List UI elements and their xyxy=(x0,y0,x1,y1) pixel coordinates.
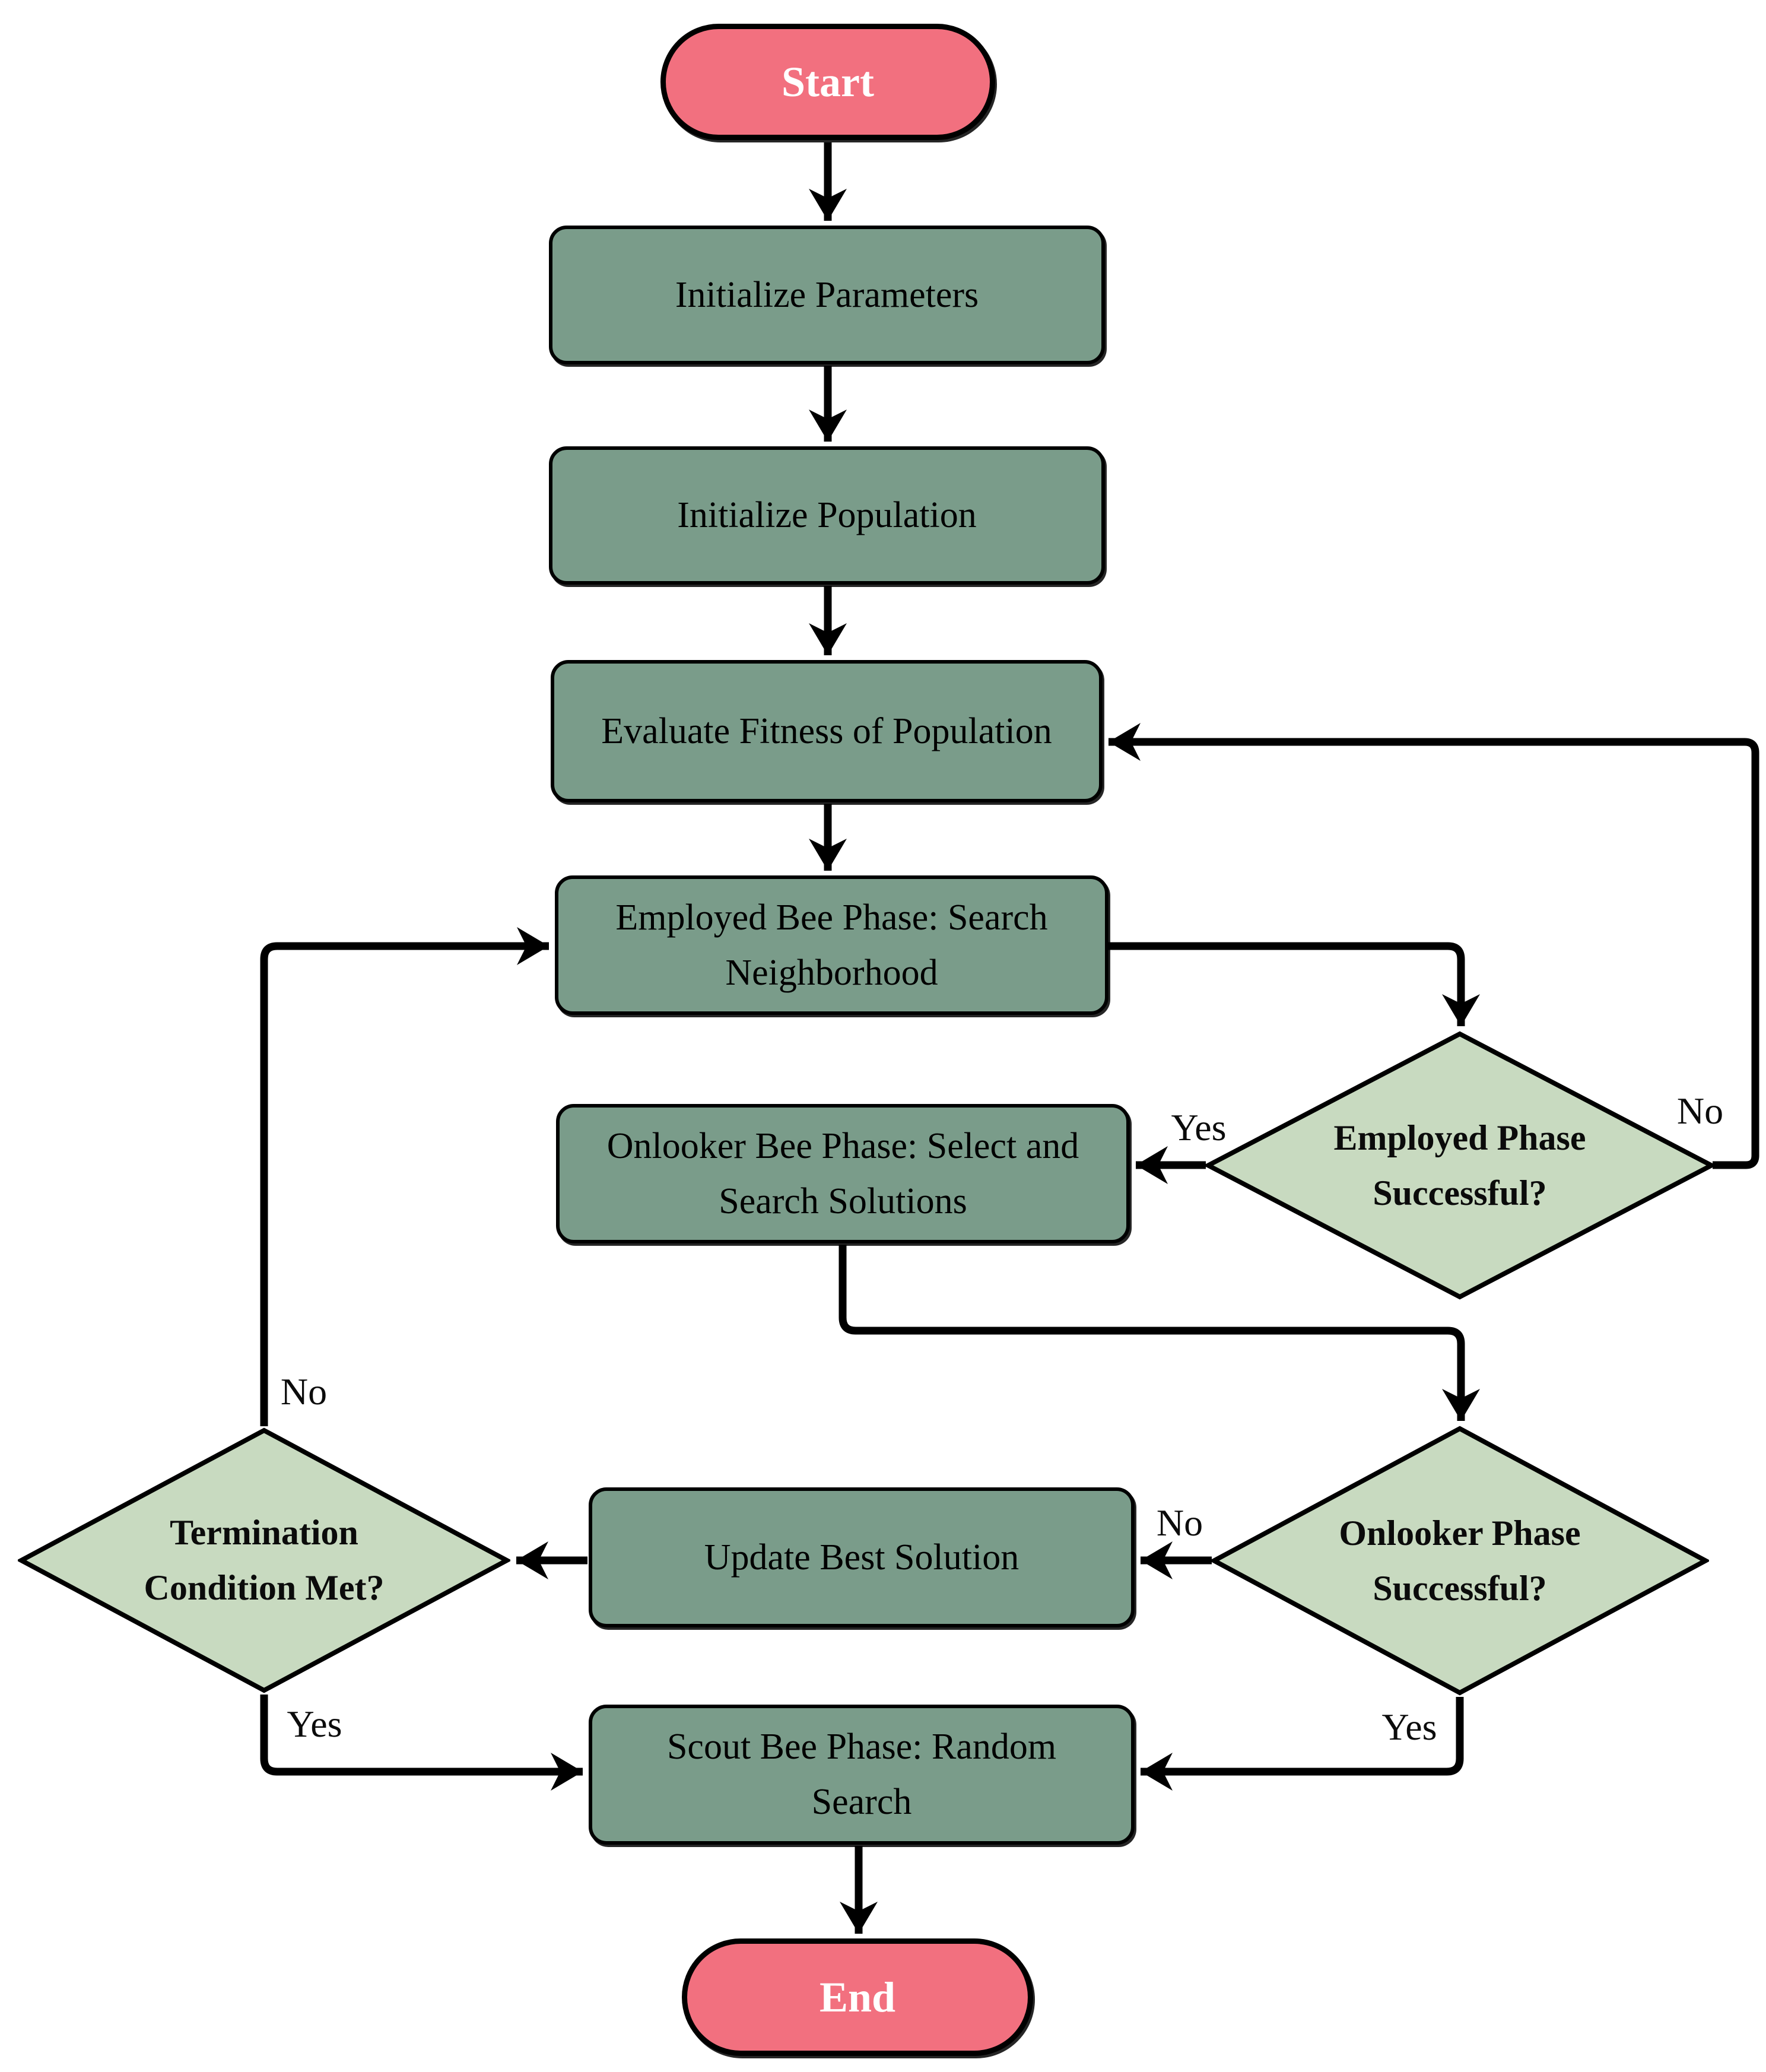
edge-employed-to-employed-q xyxy=(1107,942,1480,1026)
node-evaluate-fitness-label: Evaluate Fitness of Population xyxy=(601,710,1052,751)
diamond-shape xyxy=(1211,1426,1709,1696)
edge-onlooker-to-onlooker-q xyxy=(838,1245,1480,1421)
node-initialize-population: Initialize Population xyxy=(549,446,1105,585)
node-termination-condition-met: Termination Condition Met? xyxy=(18,1427,510,1693)
node-onlooker-bee-phase: Onlooker Bee Phase: Select and Search So… xyxy=(556,1104,1130,1243)
node-initialize-parameters: Initialize Parameters xyxy=(549,226,1105,364)
node-end: End xyxy=(682,1938,1033,2056)
diamond-shape xyxy=(18,1427,510,1693)
node-initialize-population-label: Initialize Population xyxy=(677,495,977,535)
node-initialize-parameters-label: Initialize Parameters xyxy=(675,274,979,315)
edge-label-termination-yes: Yes xyxy=(287,1703,342,1745)
diamond-shape xyxy=(1205,1031,1715,1300)
edge-label-employed-yes: Yes xyxy=(1171,1106,1227,1148)
node-employed-bee-phase-label: Employed Bee Phase: Search Neighborhood xyxy=(615,897,1048,993)
node-update-best-solution-label: Update Best Solution xyxy=(704,1537,1019,1578)
node-scout-bee-phase: Scout Bee Phase: Random Search xyxy=(589,1705,1135,1845)
node-start: Start xyxy=(660,24,995,140)
node-termination-condition-met-label: Termination Condition Met? xyxy=(144,1513,385,1607)
node-employed-phase-successful-label: Employed Phase Successful? xyxy=(1333,1118,1586,1213)
node-onlooker-phase-successful-label: Onlooker Phase Successful? xyxy=(1339,1513,1581,1608)
edge-termination-q-no-to-employed xyxy=(260,927,549,1426)
node-end-label: End xyxy=(819,1973,896,2021)
node-scout-bee-phase-label: Scout Bee Phase: Random Search xyxy=(666,1727,1057,1822)
node-start-label: Start xyxy=(782,58,874,106)
edge-employed-q-no-to-evaluate xyxy=(1108,723,1759,1169)
edge-label-employed-no: No xyxy=(1676,1090,1724,1132)
node-onlooker-phase-successful: Onlooker Phase Successful? xyxy=(1211,1426,1709,1696)
edge-label-onlooker-no: No xyxy=(1156,1502,1203,1544)
edge-label-onlooker-yes: Yes xyxy=(1381,1706,1437,1748)
edge-onlooker-q-yes-to-scout xyxy=(1141,1697,1464,1791)
edge-termination-q-yes-to-scout xyxy=(260,1695,583,1791)
node-update-best-solution: Update Best Solution xyxy=(589,1487,1135,1627)
node-employed-bee-phase: Employed Bee Phase: Search Neighborhood xyxy=(555,875,1108,1015)
edge-label-termination-no: No xyxy=(280,1370,328,1413)
node-onlooker-bee-phase-label: Onlooker Bee Phase: Select and Search So… xyxy=(606,1125,1079,1221)
node-employed-phase-successful: Employed Phase Successful? xyxy=(1205,1031,1715,1300)
node-evaluate-fitness: Evaluate Fitness of Population xyxy=(551,660,1103,802)
